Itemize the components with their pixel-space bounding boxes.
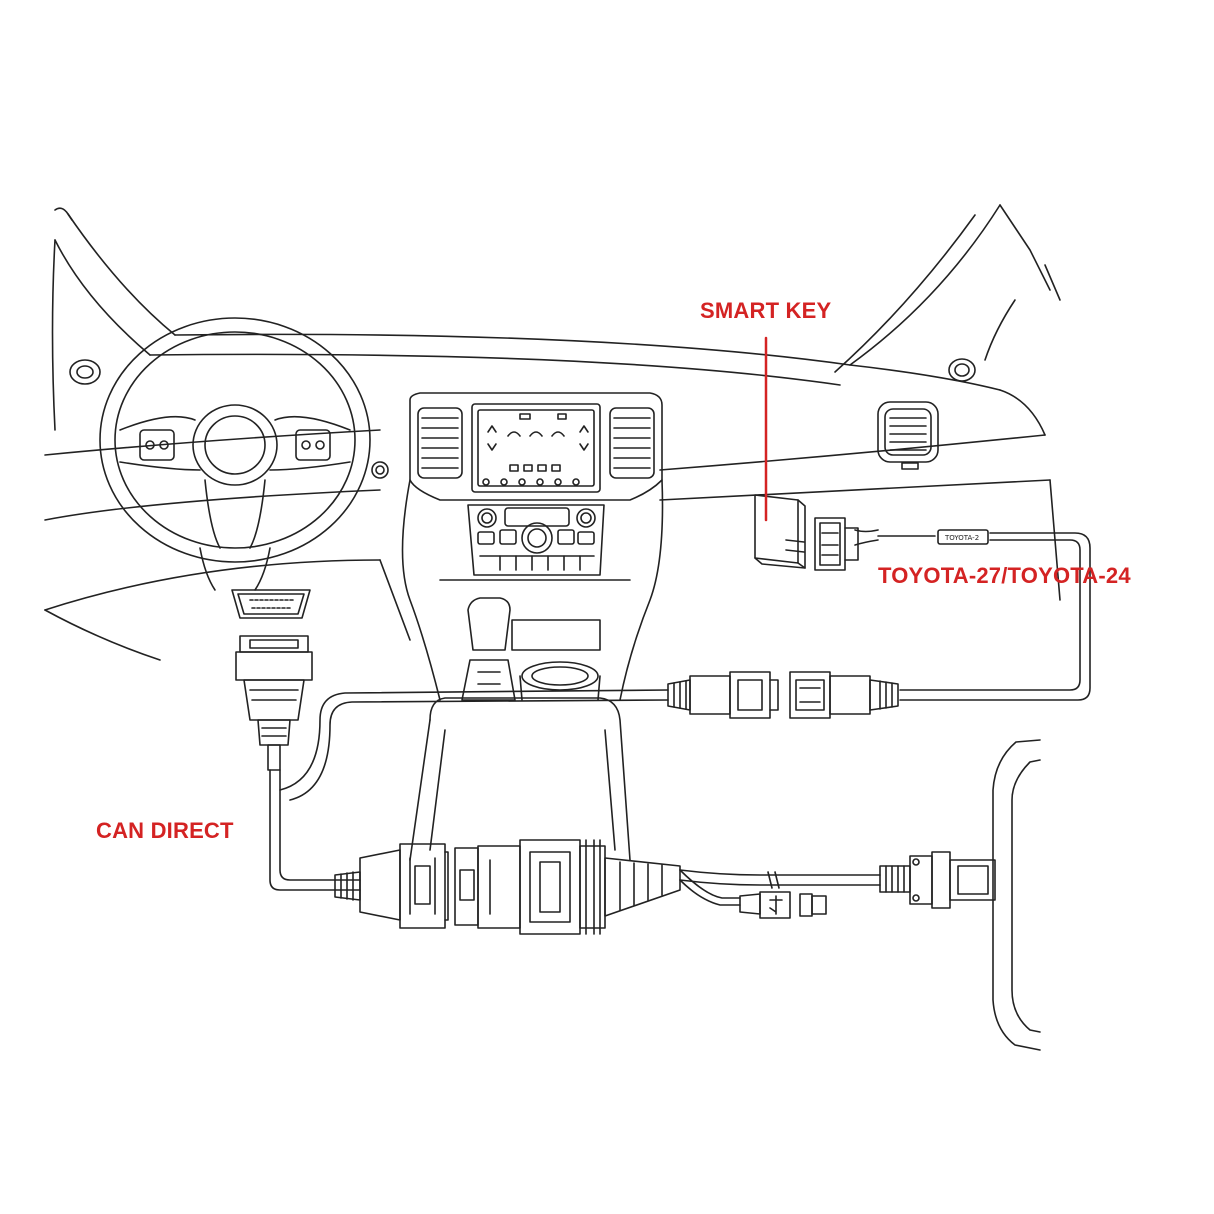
- obd-plug-connector-icon: [235, 635, 313, 771]
- center-armrest: [409, 697, 631, 861]
- db15-connector-icon: [879, 851, 996, 909]
- usb-plug-icon: [739, 891, 827, 919]
- can-direct-label: CAN DIRECT: [96, 818, 234, 843]
- gear-shifter: [461, 597, 601, 701]
- obd-port-icon: [231, 589, 311, 619]
- obd-adapter-connector-icon: [454, 839, 681, 935]
- toyota-key-connector-icon: [814, 517, 859, 571]
- smart-key-label: SMART KEY: [700, 298, 832, 323]
- cable-tag-label: TOYOTA-2: [937, 529, 989, 545]
- steering-wheel-icon: [99, 317, 371, 591]
- can-direct-connector-icon: [334, 843, 449, 929]
- center-connector-pair-icon: [667, 671, 899, 719]
- windshield-frame: [51, 204, 1061, 431]
- cable-routing: [269, 529, 1091, 906]
- center-console: [401, 392, 664, 701]
- toyota-cable-label: TOYOTA-27/TOYOTA-24: [878, 563, 1131, 588]
- cable-tag-text: TOYOTA-2: [944, 534, 979, 542]
- tablet-device-outline: [992, 739, 1041, 1051]
- lower-panel: [44, 559, 411, 661]
- smart-key-box-icon: [754, 494, 806, 569]
